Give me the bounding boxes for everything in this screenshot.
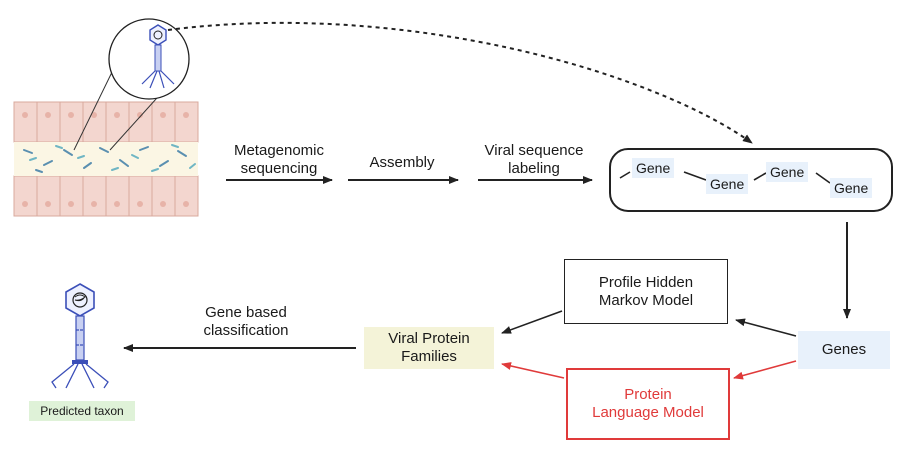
predicted-taxon-box: Predicted taxon <box>29 401 135 421</box>
dashed-arrow <box>167 21 753 144</box>
viral-protein-families-box: Viral Protein Families <box>364 327 494 369</box>
gut-epithelium-icon <box>13 101 199 217</box>
contig-links <box>619 171 831 184</box>
metagenomic-sequencing-label: Metagenomic sequencing <box>233 142 325 177</box>
contig-gene-1: Gene <box>632 158 675 178</box>
genes-box: Genes <box>798 331 890 369</box>
contig-gene-4: Gene <box>830 178 873 198</box>
arrow-hmm-families <box>501 310 563 334</box>
protein-language-model-box: Protein Language Model <box>566 368 730 440</box>
magnifier-circle-icon <box>108 18 190 100</box>
profile-hmm-box: Profile Hidden Markov Model <box>564 259 728 324</box>
contig-gene-3: Gene <box>766 162 809 182</box>
viral-sequence-labeling-label: Viral sequence labeling <box>484 142 584 177</box>
contig-box <box>609 148 893 212</box>
assembly-label: Assembly <box>369 154 435 171</box>
contig-gene-2: Gene <box>706 174 749 194</box>
arrow-plm-families <box>501 362 565 379</box>
bacteriophage-icon <box>51 283 109 389</box>
arrow-genes-hmm <box>735 318 797 337</box>
gene-based-classification-label: Gene based classification <box>203 304 289 339</box>
arrow-genes-plm <box>733 360 797 380</box>
